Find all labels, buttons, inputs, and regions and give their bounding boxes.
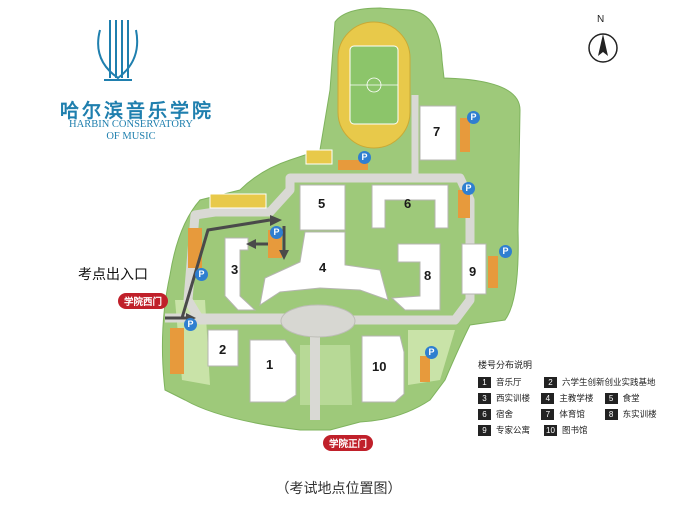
- building-legend: 1 音乐厅 2 六学生创新创业实践基地 3 西实训楼 4 主教学楼 5 食堂 6…: [478, 374, 668, 438]
- parking-southwest: [170, 328, 184, 374]
- legend-number: 9: [478, 424, 491, 436]
- compass-icon: [588, 33, 618, 63]
- logo-name-english-line1: HARBIN CONSERVATORY: [69, 119, 193, 130]
- legend-item: 2 六学生创新创业实践基地: [544, 376, 668, 388]
- building-number-7: 7: [433, 124, 441, 139]
- lawn-south: [300, 345, 352, 405]
- legend-row: 9 专家公寓 10 图书馆: [478, 422, 668, 438]
- route-arrow-1: [180, 218, 271, 319]
- compass-north-label: N: [597, 14, 605, 25]
- building-number-4: 4: [319, 260, 327, 275]
- building-10: [361, 335, 405, 403]
- legend-number: 3: [478, 392, 491, 404]
- legend-label: 专家公寓: [496, 426, 531, 436]
- parking-marker: P: [462, 182, 475, 195]
- building-2: [207, 329, 239, 367]
- map-caption: （考试地点位置图）: [275, 481, 402, 497]
- parking-marker: P: [358, 151, 371, 164]
- legend-number: 4: [541, 392, 555, 404]
- legend-item: 5 食堂: [604, 392, 668, 404]
- legend-label: 体育馆: [559, 410, 585, 420]
- conservatory-logo-icon: [97, 20, 139, 81]
- legend-label: 食堂: [622, 394, 640, 404]
- legend-label: 西实训楼: [496, 394, 531, 404]
- court-north: [305, 149, 333, 165]
- legend-item: 10 图书馆: [544, 424, 610, 436]
- legend-number: 8: [604, 408, 618, 420]
- parking-marker: P: [270, 226, 283, 239]
- entrance-label: 考点出入口: [78, 267, 148, 283]
- legend-label: 图书馆: [562, 426, 588, 436]
- building-3: [224, 237, 257, 311]
- parking-north: [338, 160, 368, 170]
- legend-row: 3 西实训楼 4 主教学楼 5 食堂: [478, 390, 668, 406]
- parking-marker: P: [467, 111, 480, 124]
- building-6: [371, 184, 449, 229]
- route-arrowhead-1: [270, 215, 282, 226]
- legend-item: 6 宿舍: [478, 408, 541, 420]
- parking-marker: P: [195, 268, 208, 281]
- building-1: [249, 339, 297, 403]
- parking-east: [458, 190, 470, 218]
- legend-item: 3 西实训楼: [478, 392, 541, 404]
- legend-item: 9 专家公寓: [478, 424, 544, 436]
- legend-item: 7 体育馆: [541, 408, 604, 420]
- legend-title: 楼号分布说明: [478, 361, 533, 371]
- legend-number: 6: [478, 408, 491, 420]
- legend-row: 6 宿舍 7 体育馆 8 东实训楼: [478, 406, 668, 422]
- logo-name-english: HARBIN CONSERVATORY OF MUSIC: [56, 119, 206, 143]
- legend-item: 4 主教学楼: [541, 392, 604, 404]
- parking-marker: P: [425, 346, 438, 359]
- central-plaza: [280, 304, 356, 338]
- main-gate-badge: 学院正门: [323, 435, 374, 451]
- legend-label: 东实训楼: [622, 410, 657, 420]
- building-number-8: 8: [424, 268, 432, 283]
- building-number-3: 3: [231, 262, 239, 277]
- legend-label: 音乐厅: [496, 378, 522, 388]
- building-number-2: 2: [219, 342, 227, 357]
- building-7: [419, 105, 457, 161]
- building-number-1: 1: [266, 357, 274, 372]
- legend-label: 宿舍: [496, 410, 514, 420]
- court-west: [209, 193, 267, 209]
- building-9: [461, 243, 487, 295]
- building-8: [390, 243, 441, 311]
- logo-name-chinese: 哈尔滨音乐学院: [60, 100, 215, 122]
- building-number-10: 10: [372, 359, 387, 374]
- parking-marker: P: [499, 245, 512, 258]
- building-number-9: 9: [469, 264, 477, 279]
- parking-marker: P: [184, 318, 197, 331]
- building-5: [299, 184, 346, 231]
- parking-9: [488, 256, 498, 288]
- building-4: [259, 231, 389, 307]
- legend-row: 1 音乐厅 2 六学生创新创业实践基地: [478, 374, 668, 390]
- legend-number: 1: [478, 376, 491, 388]
- legend-item: 8 东实训楼: [604, 408, 668, 420]
- legend-number: 2: [544, 376, 557, 388]
- legend-item: 1 音乐厅: [478, 376, 544, 388]
- legend-label: 六学生创新创业实践基地: [562, 378, 656, 388]
- legend-number: 10: [544, 424, 557, 436]
- legend-number: 5: [604, 392, 618, 404]
- west-gate-badge: 学院西门: [118, 293, 169, 309]
- legend-label: 主教学楼: [559, 394, 594, 404]
- building-number-6: 6: [404, 196, 412, 211]
- legend-number: 7: [541, 408, 555, 420]
- parking-7: [460, 118, 470, 152]
- logo-name-english-line2: OF MUSIC: [106, 131, 156, 142]
- building-number-5: 5: [318, 196, 326, 211]
- parking-10: [420, 356, 430, 382]
